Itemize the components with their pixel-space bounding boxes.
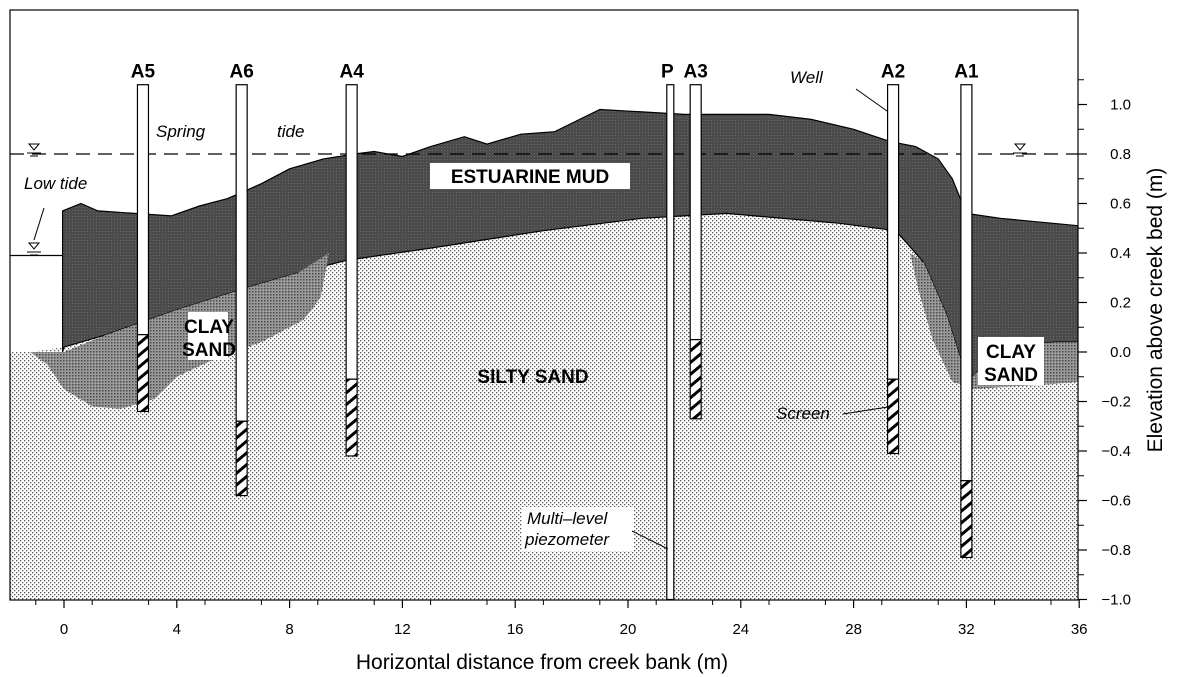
svg-text:Multi–level: Multi–level xyxy=(527,509,609,528)
well-annotation: Well xyxy=(790,68,824,87)
well-label-a1: A1 xyxy=(954,62,979,83)
x-tick-label: 12 xyxy=(394,621,411,638)
clay-sand-label-left: CLAY SAND xyxy=(182,312,236,361)
svg-text:CLAY: CLAY xyxy=(986,342,1036,363)
well-label-a4: A4 xyxy=(339,62,364,83)
well-label-a2: A2 xyxy=(881,62,905,83)
wells xyxy=(136,84,973,600)
x-tick-label: 8 xyxy=(285,621,293,638)
x-axis-title: Horizontal distance from creek bank (m) xyxy=(356,651,728,674)
water-level-marker-low xyxy=(27,242,41,256)
x-tick-label: 4 xyxy=(173,621,181,638)
x-tick-label: 36 xyxy=(1071,621,1088,638)
svg-text:piezometer: piezometer xyxy=(524,530,610,549)
clay-sand-label-right: CLAY SAND xyxy=(978,337,1044,386)
well-a6-screen xyxy=(235,420,248,497)
y-tick-label: −0.4 xyxy=(1101,443,1131,460)
screen-leader xyxy=(842,406,889,415)
piezometer-tube xyxy=(666,84,675,600)
x-tick-label: 28 xyxy=(845,621,862,638)
y-axis-title: Elevation above creek bed (m) xyxy=(1144,168,1167,453)
well-a4-screen xyxy=(345,378,358,457)
well-a3-screen xyxy=(689,339,702,420)
well-a5-casing xyxy=(136,84,150,336)
well-a2-casing xyxy=(886,84,900,380)
well-a5-screen xyxy=(136,334,150,412)
y-tick-label: 0.6 xyxy=(1110,196,1131,213)
piezometer-label: P xyxy=(661,62,674,83)
clay-sand-lens-left xyxy=(30,253,330,409)
water-level-marker-left xyxy=(27,143,41,157)
well-label-a6: A6 xyxy=(230,62,254,83)
x-tick-label: 32 xyxy=(958,621,975,638)
well-a6-casing xyxy=(235,84,248,422)
y-tick-label: 0.2 xyxy=(1110,295,1131,312)
x-tick-label: 0 xyxy=(60,621,68,638)
well-label-a3: A3 xyxy=(684,62,708,83)
estuarine-mud-label-bg xyxy=(430,163,630,189)
tide-label: tide xyxy=(277,122,304,141)
y-tick-label: 0.0 xyxy=(1110,344,1131,361)
estuarine-mud-layer xyxy=(61,108,1078,378)
well-a1-screen xyxy=(960,480,973,559)
y-tick-label: −0.2 xyxy=(1101,394,1131,411)
svg-text:CLAY: CLAY xyxy=(184,317,234,338)
silty-sand-label: SILTY SAND xyxy=(477,367,588,388)
x-tick-label: 20 xyxy=(620,621,637,638)
svg-text:SAND: SAND xyxy=(182,340,236,361)
piezometer-leader xyxy=(631,530,669,550)
estuarine-mud-label: ESTUARINE MUD xyxy=(451,167,609,188)
well-a3-casing xyxy=(689,84,702,341)
y-tick-label: −0.8 xyxy=(1101,542,1131,559)
x-axis: 0 4 8 12 16 20 24 28 32 36 xyxy=(35,600,1088,638)
screen-annotation: Screen xyxy=(776,404,830,423)
well-leader xyxy=(855,88,888,112)
x-tick-label: 24 xyxy=(732,621,749,638)
well-label-a5: A5 xyxy=(131,62,156,83)
y-tick-label: −0.6 xyxy=(1101,493,1131,510)
well-a4-casing xyxy=(345,84,358,380)
y-tick-label: 1.0 xyxy=(1110,97,1131,114)
y-tick-label: 0.8 xyxy=(1110,146,1131,163)
water-level-marker-right xyxy=(1013,143,1027,157)
low-tide-leader xyxy=(33,207,45,241)
x-tick-label: 16 xyxy=(507,621,524,638)
spring-label: Spring xyxy=(156,122,206,141)
y-tick-label: −1.0 xyxy=(1101,592,1131,609)
low-tide-label: Low tide xyxy=(24,174,87,193)
piezometer-annotation: Multi–level piezometer xyxy=(522,507,634,551)
well-a2-screen xyxy=(886,378,900,455)
svg-text:SAND: SAND xyxy=(984,365,1038,386)
well-a1-casing xyxy=(960,84,973,482)
plot-frame xyxy=(9,9,1079,601)
y-axis: 1.0 0.8 0.6 0.4 0.2 0.0 −0.2 −0.4 −0.6 −0.8 −1.0 xyxy=(1078,79,1131,609)
y-tick-label: 0.4 xyxy=(1110,245,1131,262)
